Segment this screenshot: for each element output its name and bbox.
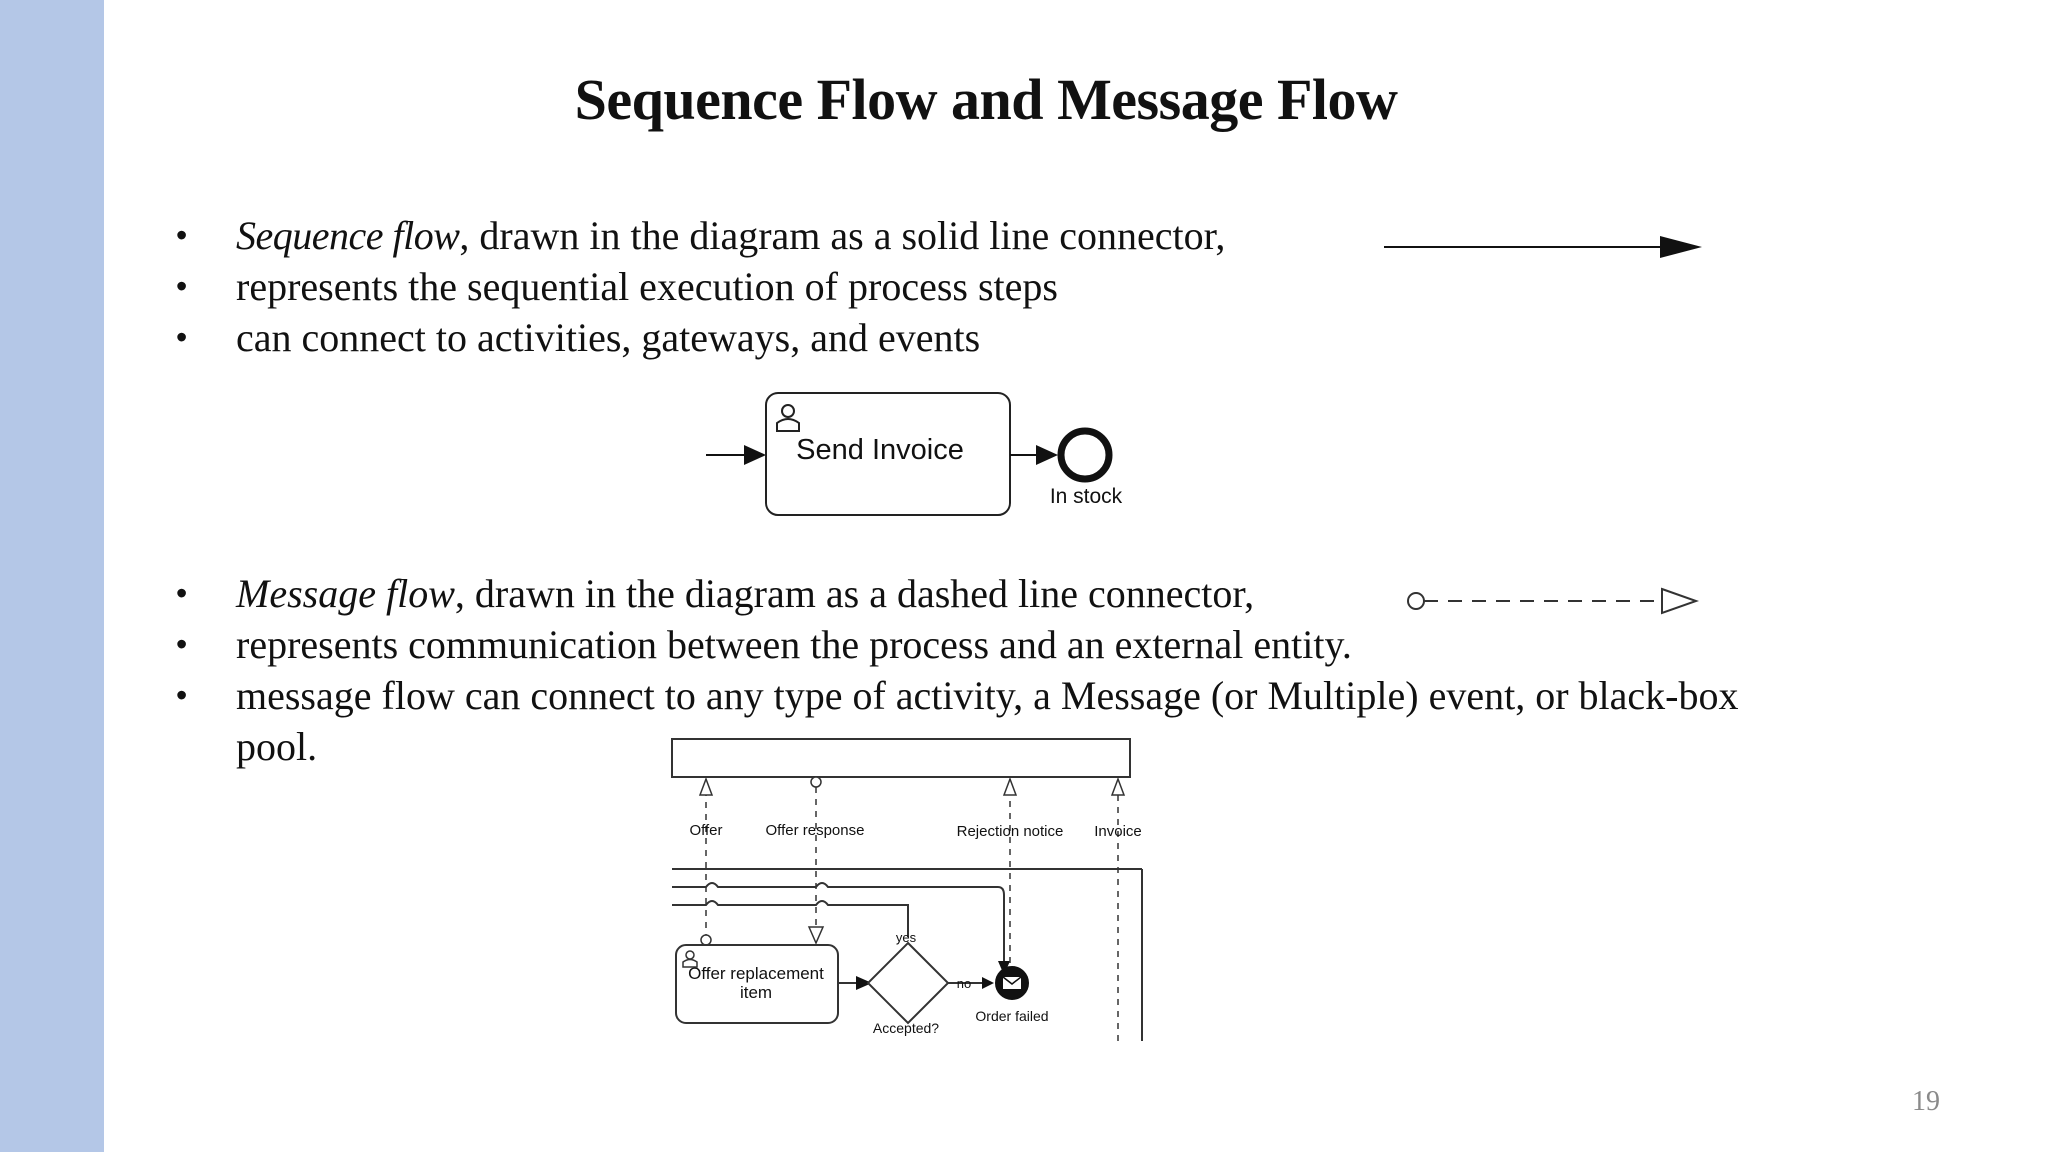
page-number: 19 [1912, 1086, 1940, 1117]
bullet-item: represents communication between the pro… [172, 619, 1796, 670]
bullet-text: represents communication between the pro… [236, 622, 1352, 667]
bullet-item: represents the sequential execution of p… [172, 261, 1225, 312]
bullet-text: , drawn in the diagram as a solid line c… [459, 213, 1226, 258]
bullet-item: Message flow, drawn in the diagram as a … [172, 568, 1796, 619]
flow-label-invoice: Invoice [1094, 823, 1142, 840]
bullet-term: Message flow [236, 571, 455, 616]
bullet-text: message flow can connect to any type of … [236, 673, 1739, 769]
in-stock-label: In stock [1050, 485, 1123, 508]
bullet-item: can connect to activities, gateways, and… [172, 312, 1225, 363]
bullet-text: represents the sequential execution of p… [236, 264, 1058, 309]
slide-title: Sequence Flow and Message Flow [574, 67, 1398, 132]
bullet-item: message flow can connect to any type of … [172, 670, 1796, 772]
bullet-term: Sequence flow [236, 213, 460, 258]
message-flow-diagram: Offer Offer response Rejection notice In… [671, 738, 1143, 1041]
offer-replacement-label-line1: Offer replacement [688, 964, 824, 983]
yes-label: yes [896, 930, 917, 945]
sequence-flow-diagram: Send Invoice In stock [706, 392, 1123, 516]
user-task-icon [682, 950, 698, 968]
solid-line-connector-sample [1384, 236, 1702, 258]
flow-label-offer-response: Offer response [766, 822, 865, 839]
send-invoice-label: Send Invoice [796, 434, 964, 466]
black-box-pool [671, 738, 1131, 778]
bullet-text: , drawn in the diagram as a dashed line … [454, 571, 1255, 616]
flow-label-rejection-notice: Rejection notice [957, 823, 1064, 840]
accepted-gateway [866, 941, 950, 1025]
slide-side-accent-bar [0, 0, 104, 1152]
bullet-item: Sequence flow, drawn in the diagram as a… [172, 210, 1225, 261]
sequence-flow-bullets: Sequence flow, drawn in the diagram as a… [172, 210, 1225, 363]
end-event-circle [1057, 427, 1113, 483]
no-label: no [957, 976, 971, 991]
flow-label-offer: Offer [689, 822, 722, 839]
message-flow-bullets: Message flow, drawn in the diagram as a … [172, 568, 1796, 772]
dashed-line-connector-sample [1407, 587, 1700, 615]
bullet-text: can connect to activities, gateways, and… [236, 315, 981, 360]
user-task-icon [776, 404, 800, 432]
offer-replacement-label-line2: item [740, 983, 772, 1002]
accepted-label: Accepted? [873, 1020, 939, 1036]
envelope-icon [1002, 976, 1022, 989]
order-failed-label: Order failed [975, 1008, 1048, 1024]
